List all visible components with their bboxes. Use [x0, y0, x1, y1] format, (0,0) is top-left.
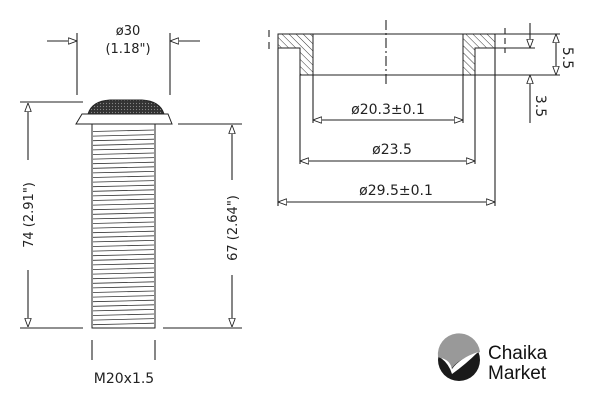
grille-cap — [87, 99, 165, 115]
thread-line — [92, 189, 155, 192]
thread-line — [92, 217, 155, 220]
thread-line — [92, 258, 155, 261]
side-view: ø30 (1.18") 74 (2.91") 67 (2.64") M20x1.… — [20, 24, 242, 387]
thread-line — [92, 235, 155, 238]
thread-line — [92, 263, 155, 266]
thread-line — [92, 194, 155, 197]
thread-line — [92, 157, 155, 160]
thread-spec-label: M20x1.5 — [94, 371, 154, 387]
thread-length-label: 67 (2.64") — [226, 195, 241, 261]
thread-line — [92, 313, 155, 316]
diameter-inch-label: (1.18") — [105, 42, 150, 57]
total-depth-label: 5.5 — [559, 47, 575, 69]
thread-line — [92, 286, 155, 289]
thread-line — [92, 207, 155, 211]
thread-line — [92, 226, 155, 229]
thread-line — [92, 129, 155, 132]
thread-line — [92, 295, 155, 298]
thread-line — [92, 138, 155, 142]
thread-line — [92, 184, 155, 188]
hatched-section-left — [277, 33, 314, 76]
total-height-label: 74 (2.91") — [22, 182, 37, 248]
thread-line — [92, 304, 155, 307]
thread-line — [92, 152, 155, 155]
logo-text-market: Market — [488, 363, 547, 384]
thread-line — [92, 276, 155, 280]
thread-line — [92, 240, 155, 243]
seagull-logo-icon — [437, 333, 480, 381]
thread-line — [92, 244, 155, 247]
step-depth-label: 3.5 — [532, 95, 548, 117]
thread-line — [92, 221, 155, 224]
thread-line — [92, 198, 155, 201]
thread-line — [92, 253, 155, 257]
logo-text-chaika: Chaika — [488, 343, 548, 364]
thread-line — [92, 148, 155, 151]
section-view: ø20.3±0.1 ø23.5 ø29.5±0.1 5.5 3.5 — [268, 20, 575, 206]
thread-line — [92, 212, 155, 215]
thread-line — [92, 175, 155, 178]
diameter-label: ø30 — [116, 24, 141, 39]
thread-line — [92, 272, 155, 275]
thread-line — [92, 166, 155, 169]
thread-line — [92, 290, 155, 293]
inner-diameter-label: ø20.3±0.1 — [351, 102, 425, 118]
thread-line — [92, 203, 155, 206]
thread-line — [92, 249, 155, 252]
thread-line — [92, 161, 155, 165]
thread-lines — [92, 129, 155, 326]
thread-line — [92, 322, 155, 326]
thread-line — [92, 318, 155, 321]
mid-diameter-label: ø23.5 — [372, 142, 412, 158]
thread-line — [92, 134, 155, 137]
outer-diameter-label: ø29.5±0.1 — [359, 183, 433, 199]
flange — [75, 113, 173, 125]
thread-line — [92, 299, 155, 303]
thread-line — [92, 143, 155, 146]
hatched-section-right — [462, 33, 496, 76]
thread-line — [92, 281, 155, 284]
thread-line — [92, 230, 155, 234]
thread-line — [92, 180, 155, 183]
thread-line — [92, 171, 155, 174]
thread-line — [92, 309, 155, 312]
thread-line — [92, 267, 155, 270]
